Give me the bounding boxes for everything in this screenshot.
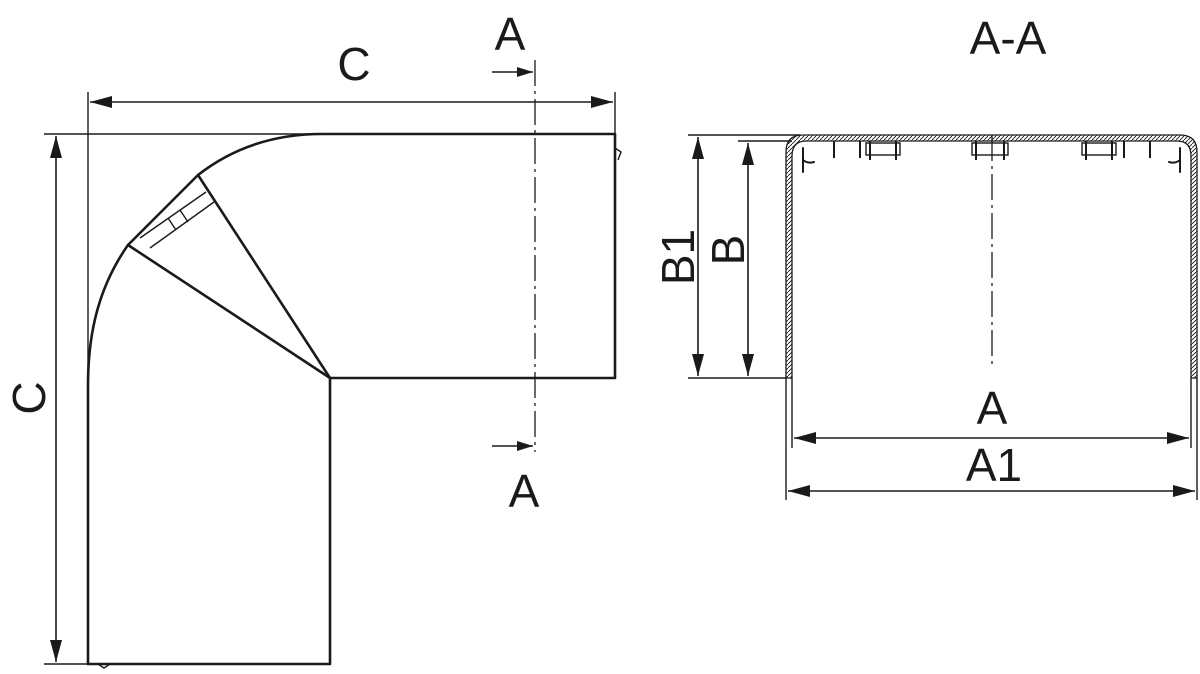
dim-a1-arrow-right: [1173, 485, 1195, 497]
inner-tab-1: [865, 142, 901, 156]
section-view: A-A B1 B A A1: [652, 12, 1198, 500]
elbow-outline: [86, 132, 617, 666]
section-arrow-top-head: [517, 67, 533, 77]
end-clip-right: [614, 147, 622, 161]
dim-a1-arrow-left: [788, 485, 810, 497]
dim-b-arrow-bottom: [742, 354, 754, 376]
dim-c-vertical-arrow-bottom: [50, 640, 62, 662]
dim-c-horizontal-label: C: [337, 38, 370, 90]
dim-c-horizontal-arrow-left: [90, 96, 112, 108]
elbow-hinge-detail: [139, 191, 215, 249]
dim-a-arrow-right: [1167, 432, 1189, 444]
dim-a1-label: A1: [966, 439, 1022, 491]
elbow-joint-line-upper: [196, 173, 332, 380]
dim-b1-arrow-bottom: [692, 354, 704, 376]
inner-clip-1: [833, 141, 861, 158]
elbow-joint-line-lower: [126, 243, 332, 380]
right-lip-hook: [1168, 147, 1181, 173]
dim-b1-arrow-top: [692, 137, 704, 159]
left-lip-hook: [802, 147, 815, 173]
inner-tab-3: [1081, 142, 1117, 156]
dim-b-arrow-top: [742, 143, 754, 165]
dim-c-horizontal-arrow-right: [591, 96, 613, 108]
section-title: A-A: [970, 12, 1047, 64]
section-arrow-bottom-head: [517, 441, 533, 451]
inner-clip-2: [1123, 141, 1151, 158]
inner-tab-2: [971, 142, 1009, 156]
dim-a-arrow-left: [794, 432, 816, 444]
dim-c-vertical-label: C: [3, 381, 55, 414]
end-clip-bottom: [97, 663, 111, 669]
dim-b-label: B: [702, 235, 754, 266]
dim-b1-label: B1: [652, 229, 704, 285]
elbow-view: C C A A: [3, 8, 622, 669]
section-mark-top-label: A: [495, 8, 526, 60]
dim-c-vertical-arrow-top: [50, 136, 62, 158]
dim-a-label: A: [977, 382, 1008, 434]
section-mark-bottom-label: A: [509, 465, 540, 517]
